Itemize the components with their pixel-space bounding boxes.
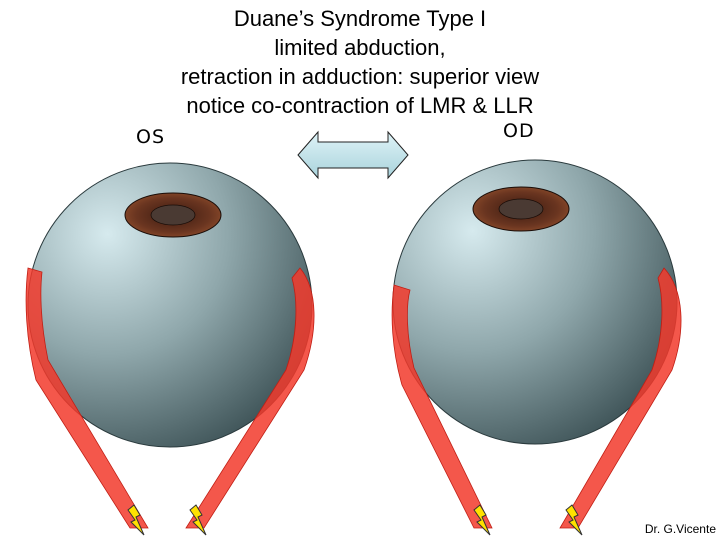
lightning-bolt-icon	[565, 504, 583, 536]
title-line-4: notice co-contraction of LMR & LLR	[186, 93, 534, 118]
lightning-bolt-icon	[127, 504, 145, 536]
right-iris	[472, 186, 570, 232]
title-line-3: retraction in adduction: superior view	[180, 64, 540, 89]
right-medial-rectus-muscle	[391, 284, 493, 529]
slide-title: Duane’s Syndrome Type I limited abductio…	[0, 4, 720, 120]
double-headed-arrow-icon	[297, 130, 409, 180]
lightning-bolt-icon	[473, 504, 491, 536]
lightning-bolt-icon	[189, 504, 207, 536]
left-iris	[124, 192, 222, 238]
title-line-1: Duane’s Syndrome Type I	[233, 6, 487, 31]
left-pupil	[150, 204, 196, 226]
author-credit: Dr. G.Vicente	[644, 522, 716, 536]
left-eye-label: OS	[136, 126, 166, 148]
left-medial-rectus-muscle	[185, 267, 315, 529]
right-eye-label: OD	[503, 120, 535, 142]
right-pupil	[498, 198, 544, 220]
right-lateral-rectus-muscle	[559, 267, 682, 529]
title-line-2: limited abduction,	[274, 35, 446, 60]
